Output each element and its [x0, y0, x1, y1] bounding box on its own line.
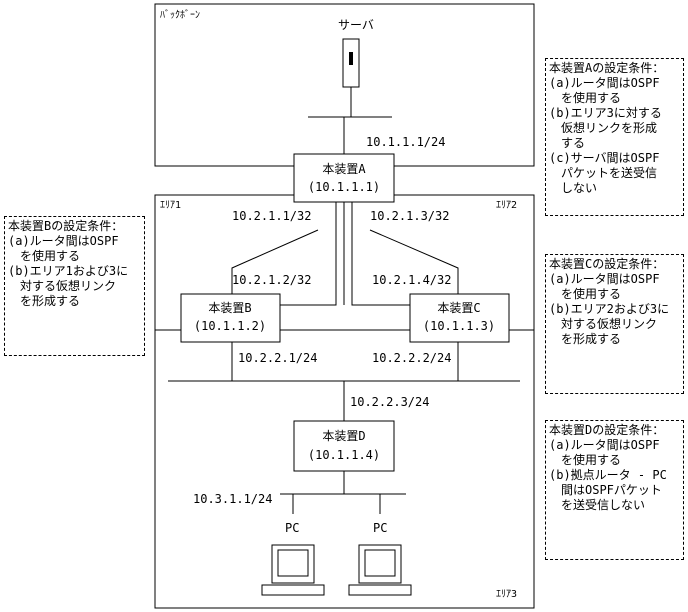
device-d-name: 本装置D [322, 429, 365, 443]
note-c-title: 本装置Cの設定条件： [549, 257, 665, 271]
addr-b-up: 10.2.1.2/32 [232, 273, 311, 287]
note-a-line: (b)エリア3に対する [549, 106, 662, 120]
addr-d-up: 10.2.2.3/24 [350, 395, 429, 409]
note-a-title: 本装置Aの設定条件： [549, 61, 665, 75]
link-a-c-virtual [369, 229, 459, 294]
addr-c-down: 10.2.2.2/24 [372, 351, 451, 365]
device-a-box[interactable] [293, 153, 395, 203]
note-b-line: 対する仮想リンク [8, 279, 117, 293]
note-c-line: を形成する [549, 332, 622, 346]
note-a-line: パケットを送受信 [549, 166, 658, 180]
note-b-title: 本装置Bの設定条件： [8, 219, 124, 233]
pc2-icon [348, 544, 412, 596]
pc1-icon [261, 544, 325, 596]
server-network-address: 10.1.1.1/24 [366, 135, 445, 149]
area2-label: ｴﾘｱ2 [496, 200, 517, 211]
note-a-line: (c)サーバ間はOSPF [549, 151, 660, 165]
note-d-line: を送受信しない [549, 498, 646, 512]
note-a-line: (a)ルータ間はOSPF [549, 76, 660, 90]
device-d-id: (10.1.1.4) [308, 448, 380, 462]
link-a-b [280, 202, 337, 306]
note-c-line: を使用する [549, 287, 622, 301]
area3-zone [154, 329, 535, 609]
note-b-line: (a)ルータ間はOSPF [8, 234, 119, 248]
addr-b-down: 10.2.2.1/24 [238, 351, 317, 365]
note-d-line: を使用する [549, 453, 622, 467]
backbone-label: ﾊﾞｯｸﾎﾞｰﾝ [160, 9, 200, 21]
note-c-line: (a)ルータ間はOSPF [549, 272, 660, 286]
device-c-id: (10.1.1.3) [423, 319, 495, 333]
device-c-name: 本装置C [437, 301, 480, 315]
note-b-line: を形成する [8, 294, 81, 308]
link-a-c [351, 202, 410, 306]
note-a-line: する [549, 136, 586, 150]
note-d-title: 本装置Dの設定条件： [549, 423, 665, 437]
note-a-line: を使用する [549, 91, 622, 105]
note-c-line: (b)エリア2および3に [549, 302, 670, 316]
server-label: サーバ [338, 18, 374, 32]
device-b-name: 本装置B [208, 301, 251, 315]
area3-label: ｴﾘｱ3 [496, 589, 517, 600]
note-b-line: (b)エリア1および3に [8, 264, 129, 278]
addr-c-up: 10.2.1.4/32 [372, 273, 451, 287]
note-device-b: 本装置Bの設定条件： (a)ルータ間はOSPF を使用する (b)エリア1および… [4, 216, 145, 356]
addr-d-lan: 10.3.1.1/24 [193, 492, 272, 506]
pc1-label: PC [285, 521, 299, 535]
note-device-d: 本装置Dの設定条件： (a)ルータ間はOSPF を使用する (b)拠点ルータ -… [545, 420, 684, 560]
device-a-id: (10.1.1.1) [308, 180, 380, 194]
note-device-a: 本装置Aの設定条件： (a)ルータ間はOSPF を使用する (b)エリア3に対す… [545, 58, 684, 216]
note-c-line: 対する仮想リンク [549, 317, 658, 331]
note-device-c: 本装置Cの設定条件： (a)ルータ間はOSPF を使用する (b)エリア2および… [545, 254, 684, 394]
note-d-line: (b)拠点ルータ - PC [549, 468, 667, 482]
link-a-b-virtual [231, 229, 319, 294]
device-b-id: (10.1.1.2) [194, 319, 266, 333]
note-d-line: 間はOSPFパケット [549, 483, 662, 497]
server-icon [342, 38, 360, 117]
device-c-box[interactable] [409, 293, 510, 343]
note-d-line: (a)ルータ間はOSPF [549, 438, 660, 452]
pc2-label: PC [373, 521, 387, 535]
device-b-box[interactable] [180, 293, 281, 343]
note-a-line: しない [549, 181, 598, 195]
device-a-name: 本装置A [322, 162, 366, 176]
addr-a-to-c: 10.2.1.3/32 [370, 209, 449, 223]
note-a-line: 仮想リンクを形成 [549, 121, 658, 135]
note-b-line: を使用する [8, 249, 81, 263]
area1-label: ｴﾘｱ1 [160, 200, 181, 211]
addr-a-to-b: 10.2.1.1/32 [232, 209, 311, 223]
